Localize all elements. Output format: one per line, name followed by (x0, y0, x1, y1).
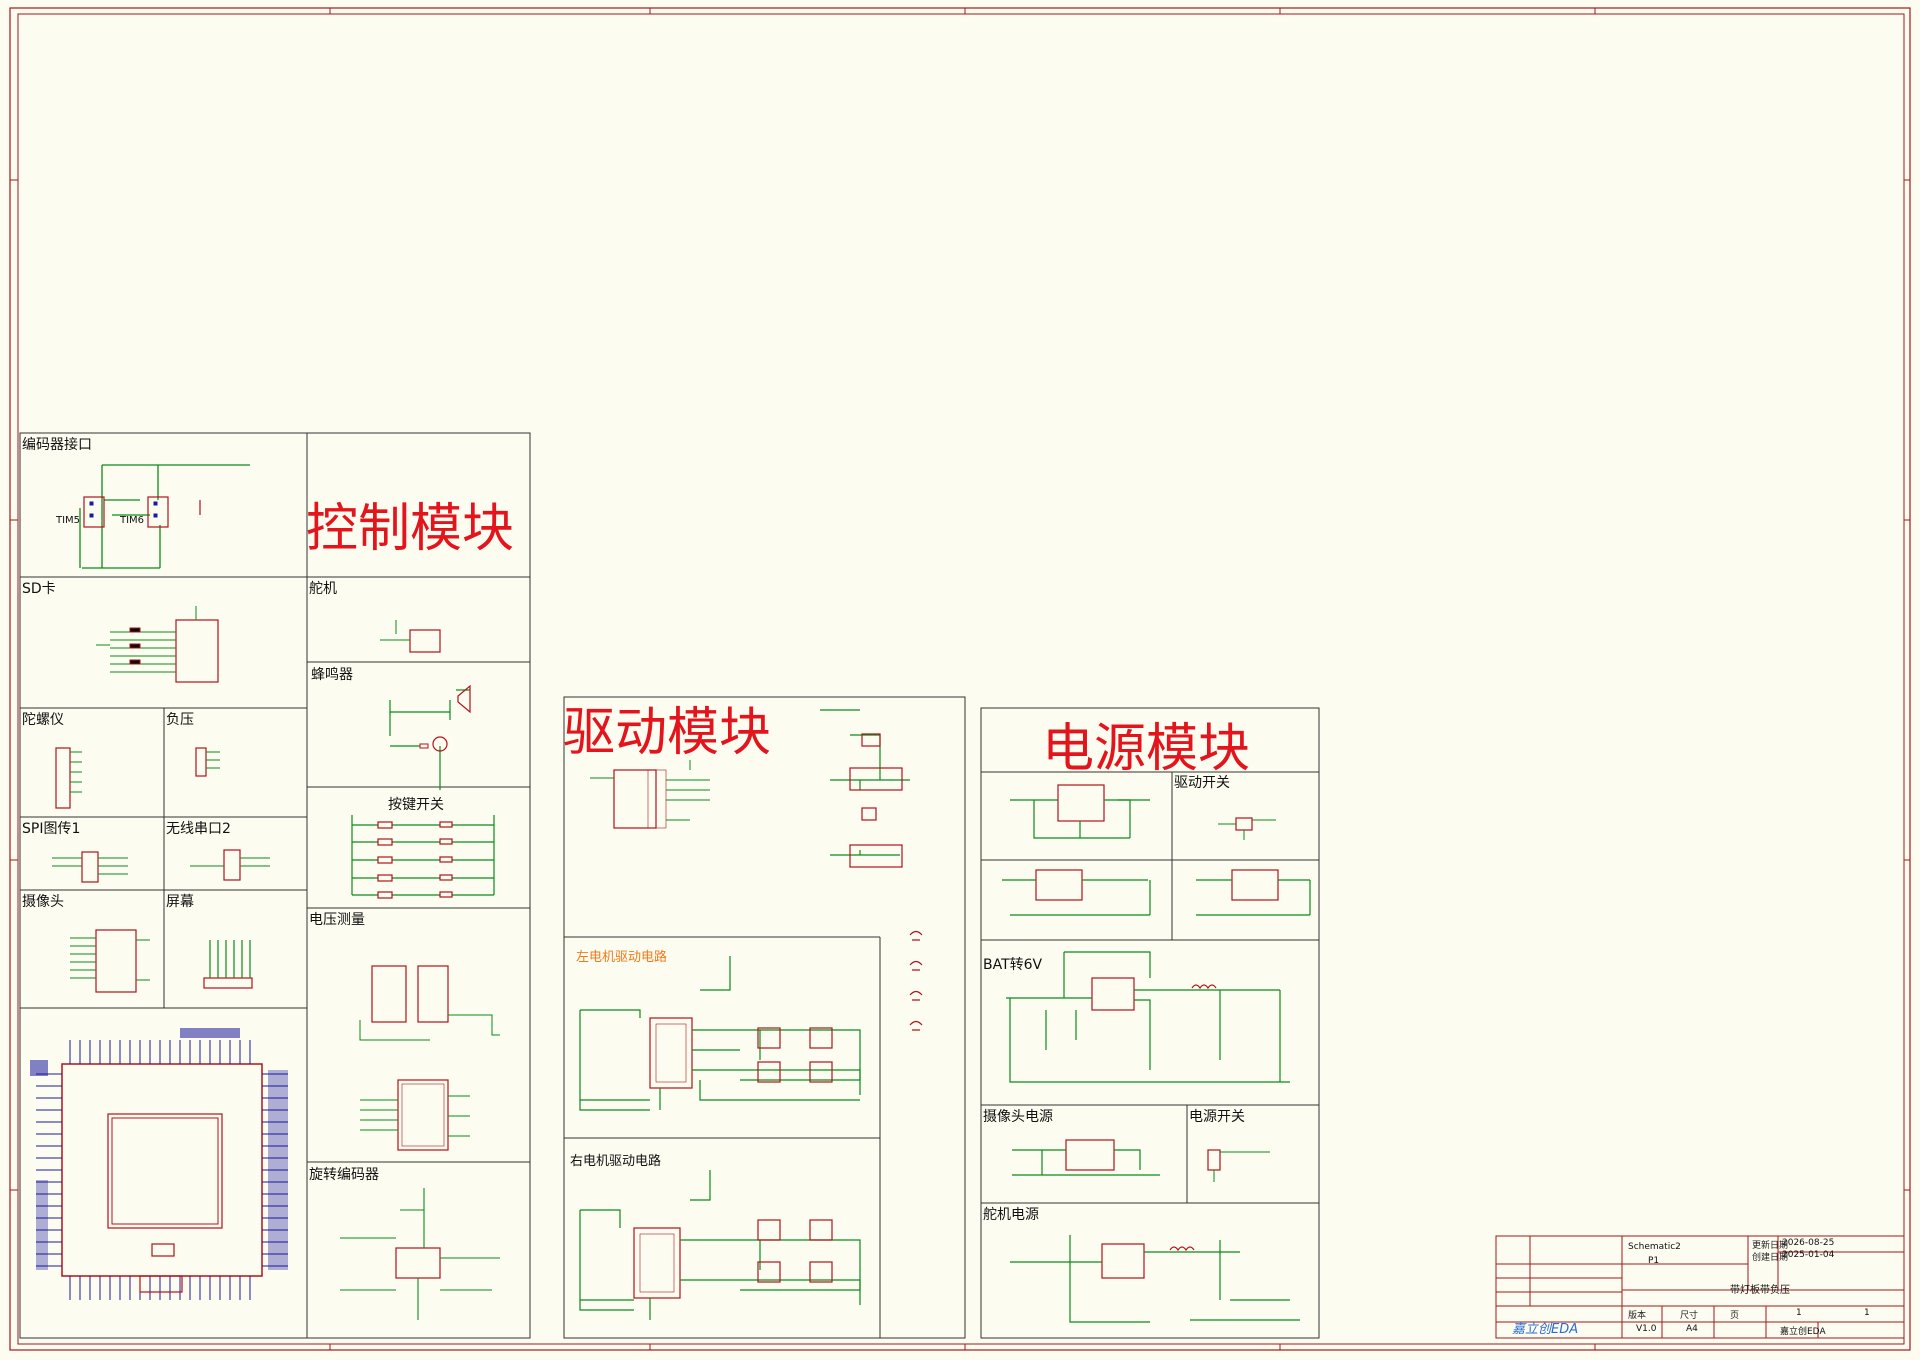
power-switch-circuit (1207, 1149, 1270, 1182)
section-buzzer: 蜂鸣器 (311, 667, 353, 683)
drive-switch-circuit (1218, 817, 1276, 840)
section-camera: 摄像头 (22, 894, 64, 910)
section-servo-power: 舵机电源 (983, 1207, 1039, 1223)
regulator-top-circuit (1010, 784, 1150, 839)
sheet-inner-border (17, 13, 1905, 1345)
section-rotary: 旋转编码器 (309, 1167, 379, 1183)
tb-version-label: 版本 (1628, 1311, 1647, 1321)
power-module-frames (980, 707, 1320, 1339)
sheet-outer-border (9, 7, 1911, 1351)
tb-update-date: 2026-08-25 (1782, 1238, 1835, 1248)
tb-page: P1 (1648, 1256, 1660, 1266)
control-module-title: 控制模块 (306, 499, 515, 559)
section-keys: 按键开关 (388, 797, 444, 813)
section-load: 负压 (166, 712, 194, 728)
tb-page-no: 1 (1796, 1308, 1802, 1318)
section-bat6v: BAT转6V (983, 957, 1043, 973)
tb-project: 带灯板带负压 (1730, 1285, 1790, 1296)
rotary-encoder-circuit (340, 1188, 500, 1320)
camera-circuit (70, 929, 150, 993)
tb-update-label: 更新日期 (1752, 1241, 1789, 1251)
tb-size: A4 (1686, 1324, 1698, 1334)
bat6v-circuit (1006, 951, 1290, 1083)
wireless-circuit (190, 849, 270, 881)
section-power-switch: 电源开关 (1189, 1109, 1245, 1125)
tb-create-date: 2025-01-04 (1782, 1250, 1835, 1260)
section-screen: 屏幕 (166, 894, 194, 910)
tb-version: V1.0 (1636, 1324, 1657, 1334)
section-drive-switch: 驱动开关 (1174, 775, 1230, 791)
section-left-motor: 左电机驱动电路 (576, 950, 668, 965)
section-encoder: 编码器接口 (22, 437, 92, 453)
tim5-label: TIM5 (56, 515, 81, 526)
left-motor-circuit (579, 956, 861, 1111)
drive-module-title: 驱动模块 (563, 703, 772, 763)
buzzer-circuit (389, 684, 471, 790)
section-gyro: 陀螺仪 (22, 712, 64, 728)
keys-circuit (351, 815, 495, 899)
right-motor-circuit (579, 1170, 861, 1320)
section-voltage: 电压测量 (309, 912, 365, 928)
sheet-zone-ticks (10, 8, 1910, 1350)
section-wireless: 无线串口2 (166, 821, 231, 837)
gyro-circuit (55, 747, 82, 809)
servo-power-circuit (1010, 1235, 1300, 1323)
section-servo: 舵机 (309, 581, 337, 597)
section-spi: SPI图传1 (22, 821, 81, 837)
title-block (1495, 1235, 1905, 1339)
screen-circuit (203, 940, 253, 989)
section-cam-power: 摄像头电源 (983, 1109, 1053, 1125)
voltage-circuit (359, 965, 500, 1151)
tb-logo: 嘉立创EDA (1512, 1322, 1579, 1337)
regulator-mid-circuit (1002, 869, 1311, 916)
tb-page-of-label: 页 (1730, 1311, 1740, 1321)
control-module-frames (19, 432, 531, 1339)
load-circuit (195, 747, 220, 777)
section-right-motor: 右电机驱动电路 (570, 1154, 662, 1169)
tb-create-label: 创建日期 (1752, 1253, 1789, 1263)
drive-top-circuit (590, 709, 910, 868)
encoder-circuit (79, 464, 250, 569)
tb-page-total: 1 (1864, 1308, 1870, 1318)
mounting-holes (909, 930, 923, 1031)
sd-card-circuit (96, 606, 219, 683)
servo-circuit (380, 620, 441, 653)
spi-circuit (52, 851, 128, 883)
section-sd: SD卡 (22, 581, 56, 597)
tim6-label: TIM6 (120, 515, 145, 526)
drive-module-frames (563, 696, 966, 1339)
tb-company: 嘉立创EDA (1780, 1327, 1826, 1337)
tb-size-label: 尺寸 (1680, 1311, 1699, 1321)
power-module-title: 电源模块 (1042, 719, 1251, 779)
tb-schematic: Schematic2 (1628, 1242, 1681, 1252)
camera-power-circuit (1012, 1139, 1160, 1176)
mcu-circuit (30, 1028, 288, 1300)
